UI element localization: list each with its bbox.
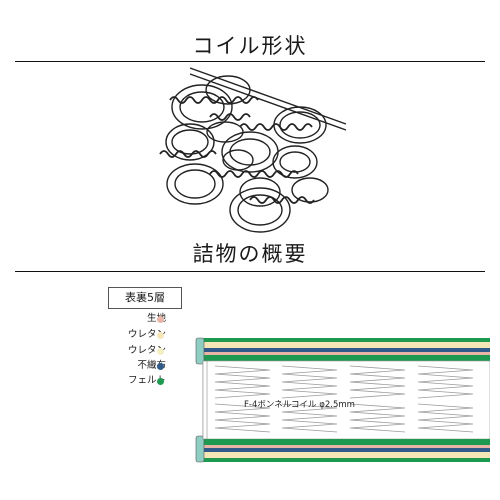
layer-top-urethane-1	[203, 342, 490, 348]
layer-top-nonwoven	[203, 348, 490, 352]
legend-dot-urethane-1	[157, 332, 164, 339]
legend-label-urethane-2: ウレタン	[127, 345, 166, 356]
filling-overview-heading: 詰物の概要	[192, 242, 308, 266]
coil-shape-heading: コイル形状	[192, 34, 308, 58]
spring-coils	[214, 365, 474, 433]
legend-dot-fabric	[157, 316, 164, 323]
legend-dot-felt	[157, 378, 164, 385]
layer-bottom-nonwoven	[203, 448, 490, 452]
edge-cap-bottom	[195, 435, 205, 463]
edge-cap-top	[195, 337, 205, 365]
layer-bottom-felt	[203, 458, 490, 462]
mattress-cross-section: F-4ボンネルコイル φ2.5mm	[195, 337, 490, 463]
layer-top-felt-2	[203, 355, 490, 361]
legend-dot-nonwoven	[157, 363, 164, 370]
legend-label-nonwoven: 不織布	[137, 360, 166, 371]
legend-dot-urethane-2	[157, 348, 164, 355]
legend-label-fabric: 生地	[100, 312, 166, 326]
heading-divider-1	[15, 61, 485, 62]
layer-bottom-fabric	[203, 445, 490, 448]
coil-spring-illustration	[159, 67, 347, 233]
spring-label: F-4ボンネルコイル φ2.5mm	[244, 400, 355, 410]
legend-label-urethane-1: ウレタン	[127, 329, 166, 340]
layer-bottom-felt-2	[203, 439, 490, 445]
legend-label-felt: フェルト	[127, 375, 166, 386]
legend-title: 表裏5層	[108, 287, 182, 309]
layer-top-felt	[203, 338, 490, 342]
layer-top-fabric	[203, 352, 490, 355]
edge-border	[202, 360, 208, 440]
layer-bottom-urethane-1	[203, 452, 490, 458]
heading-divider-2	[15, 271, 485, 272]
